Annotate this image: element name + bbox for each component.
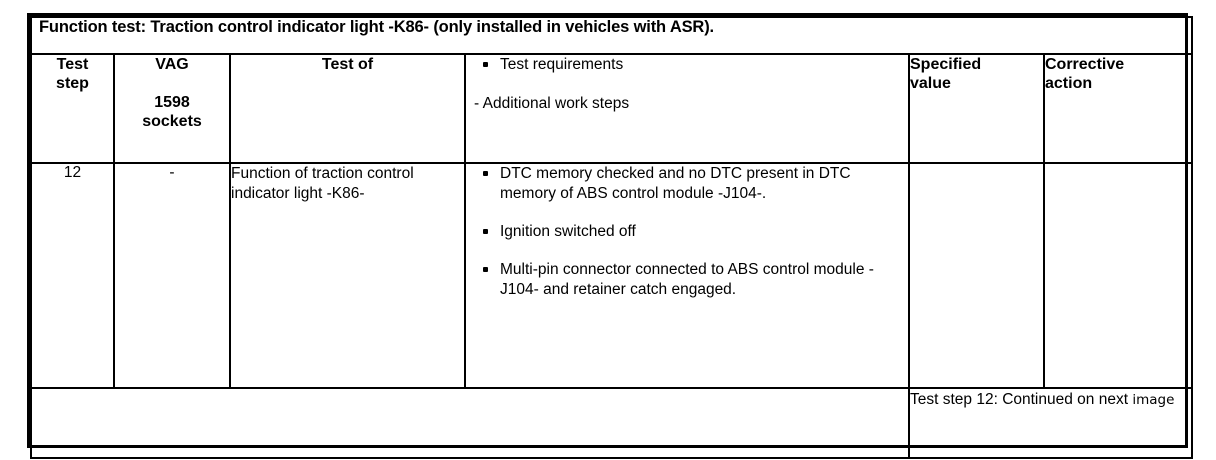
footer-continuation-note: Test step 12: Continued on next image	[907, 387, 1194, 459]
list-item-text: DTC memory checked and no DTC present in…	[500, 165, 851, 202]
header-vag-sockets: VAG 1598 sockets	[113, 53, 231, 164]
table-footer-row: Test step 12: Continued on next image	[30, 387, 1194, 459]
cell-test-of: Function of traction control indicator l…	[229, 162, 466, 389]
list-item-text: Ignition switched off	[500, 223, 636, 240]
header-specified-value-line2: value	[910, 75, 951, 92]
function-test-table-container: Function test: Traction control indicato…	[27, 13, 1194, 459]
list-item: DTC memory checked and no DTC present in…	[466, 164, 908, 204]
list-item: Multi-pin connector connected to ABS con…	[466, 260, 908, 300]
footer-note-alt: image	[1132, 392, 1175, 408]
header-requirements-dash-line: - Additional work steps	[466, 94, 908, 113]
table-title-row: Function test: Traction control indicato…	[29, 16, 1194, 55]
bullet-icon	[483, 171, 488, 176]
footer-empty-cell	[30, 387, 910, 459]
header-corrective-action: Corrective action	[1042, 53, 1194, 164]
header-requirements-bullet-label: Test requirements	[500, 56, 624, 73]
header-requirements-bullet-line: Test requirements	[466, 55, 908, 74]
cell-corrective-action	[1042, 162, 1194, 389]
cell-specified-value	[908, 162, 1045, 389]
header-vag-spacer	[115, 74, 229, 93]
bullet-icon	[483, 229, 488, 234]
header-vag-line3: sockets	[142, 113, 202, 130]
table-row: 12 - Function of traction control indica…	[30, 162, 1194, 389]
header-test-of: Test of	[229, 53, 466, 164]
table-title-text: Function test: Traction control indicato…	[39, 18, 714, 36]
header-test-step-line2: step	[56, 75, 89, 92]
header-test-step-line1: Test	[56, 56, 89, 73]
table-header-row: Test step VAG 1598 sockets Test of Test …	[30, 53, 1194, 164]
header-specified-value: Specified value	[908, 53, 1045, 164]
requirements-list: DTC memory checked and no DTC present in…	[466, 164, 908, 300]
bullet-icon	[483, 62, 488, 67]
header-test-of-label: Test of	[321, 56, 374, 73]
header-requirements: Test requirements - Additional work step…	[464, 53, 910, 164]
function-test-table: Function test: Traction control indicato…	[29, 16, 1194, 459]
header-requirements-dash-label: - Additional work steps	[474, 95, 630, 112]
table-title-cell: Function test: Traction control indicato…	[29, 16, 1194, 55]
list-item: Ignition switched off	[466, 222, 908, 242]
header-specified-value-line1: Specified	[910, 56, 982, 73]
header-test-step: Test step	[30, 53, 115, 164]
cell-test-step: 12	[30, 162, 115, 389]
list-item-text: Multi-pin connector connected to ABS con…	[500, 261, 874, 298]
bullet-icon	[483, 267, 488, 272]
cell-vag-socket: -	[113, 162, 231, 389]
header-vag-line2: 1598	[154, 94, 190, 111]
footer-note-main: Test step 12: Continued on next	[910, 391, 1133, 408]
header-vag-line1: VAG	[155, 56, 189, 73]
cell-test-requirements: DTC memory checked and no DTC present in…	[464, 162, 910, 389]
header-corrective-action-line2: action	[1045, 75, 1093, 92]
header-corrective-action-line1: Corrective	[1045, 56, 1125, 73]
